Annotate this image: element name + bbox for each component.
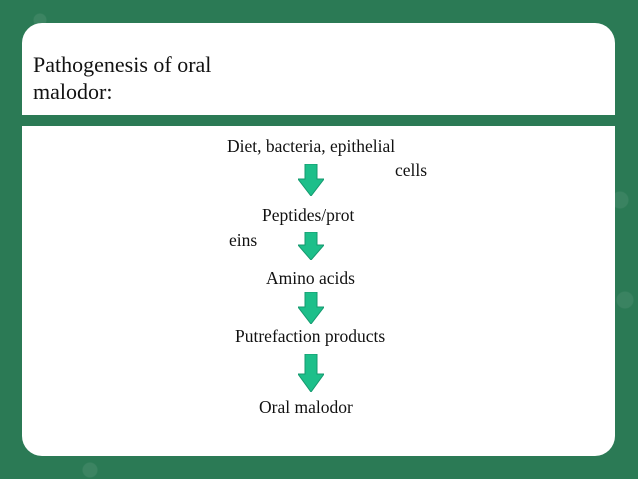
title-panel: Pathogenesis of oral malodor: bbox=[22, 23, 615, 115]
slide-title: Pathogenesis of oral malodor: bbox=[33, 52, 212, 104]
down-arrow-icon bbox=[298, 354, 324, 392]
step-amino-acids: Amino acids bbox=[266, 268, 355, 288]
step-diet-line1: Diet, bacteria, epithelial bbox=[227, 136, 396, 156]
down-arrow-icon bbox=[298, 164, 324, 196]
step-peptides-line2: eins bbox=[229, 230, 258, 250]
step-oral-malodor: Oral malodor bbox=[259, 397, 353, 417]
content-panel: Diet, bacteria, epithelial cells Peptide… bbox=[22, 126, 615, 456]
step-diet-line2: cells bbox=[395, 160, 428, 180]
down-arrow-icon bbox=[298, 292, 324, 324]
step-peptides-line1: Peptides/prot bbox=[262, 205, 355, 225]
down-arrow-icon bbox=[298, 232, 324, 260]
step-putrefaction: Putrefaction products bbox=[235, 326, 386, 346]
